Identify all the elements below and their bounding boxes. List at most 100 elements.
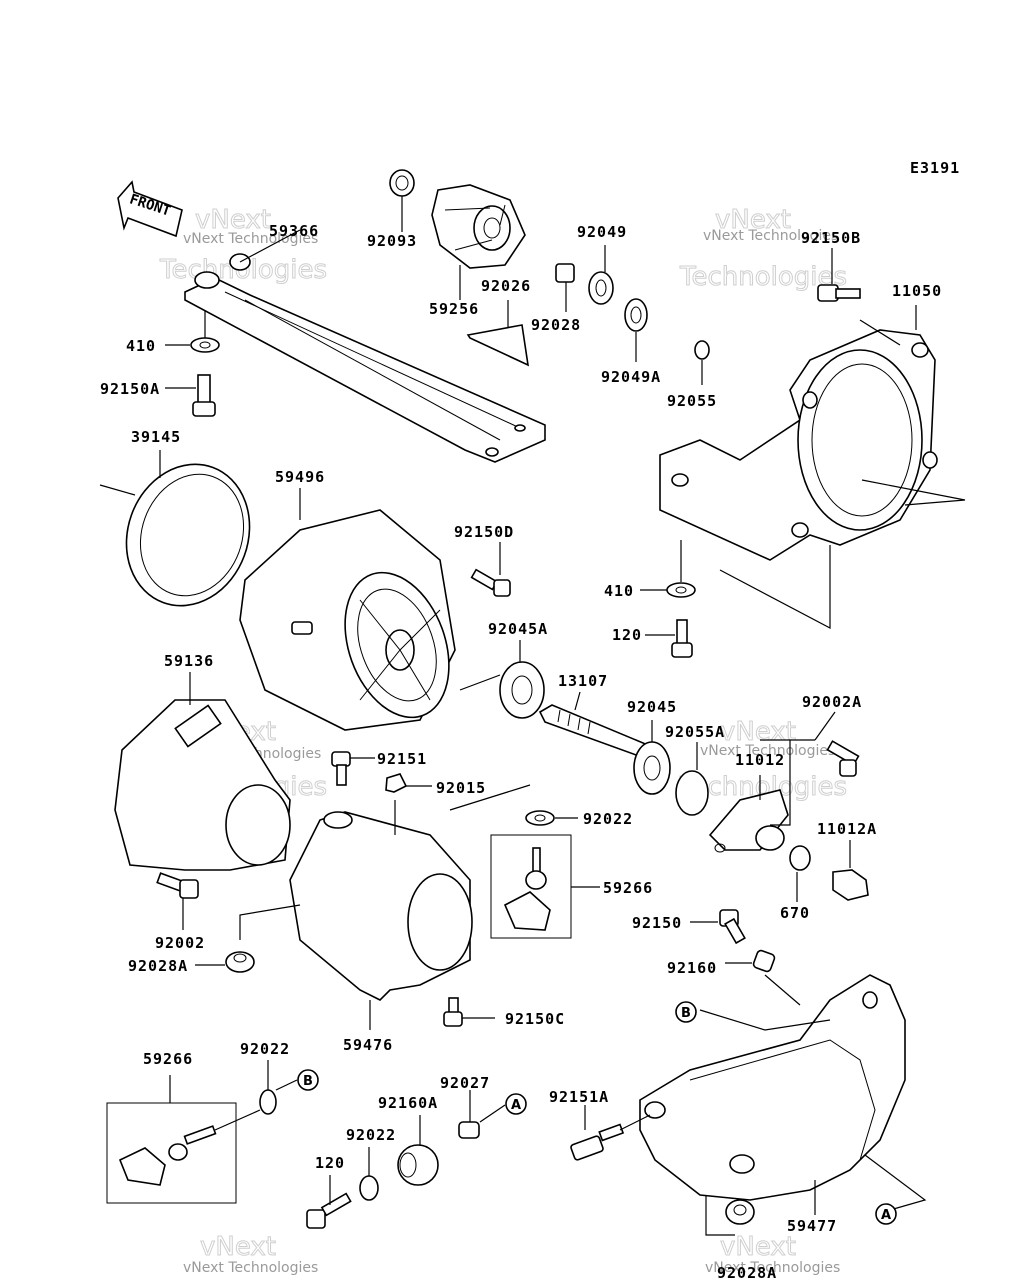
bushing-92160a-part [397,1144,439,1186]
part-label: 92022 [583,810,633,828]
part-label: 92150D [454,523,514,541]
callout-a-lower: A [875,1203,897,1225]
bushing-92028a-part [225,951,255,973]
part-label: 39145 [131,428,181,446]
part-label: 92055A [665,723,725,741]
watermark-text: vNext [720,717,796,747]
part-label: 92150A [100,380,160,398]
watermark-group: vNext vNext Technologies Technologies vN… [159,205,848,1277]
part-label: 59266 [143,1050,193,1068]
part-label: 59136 [164,652,214,670]
part-label: 59266 [603,879,653,897]
nozzle-59476-part [289,811,473,1001]
part-labels: 59366 92093 59256 92026 92028 92049 9204… [100,222,942,1280]
impeller-59256-part [431,184,526,269]
part-label: 11012 [735,751,785,769]
part-label: 410 [604,582,634,600]
bolt-92002a-part [826,740,860,777]
part-label: 11050 [892,282,942,300]
part-label: 92093 [367,232,417,250]
part-label: 92022 [240,1040,290,1058]
bearing-92045a-part [499,661,545,719]
watermark-text: vNext Technologies [700,743,835,759]
part-label: 92028 [531,316,581,334]
part-label: 59256 [429,300,479,318]
part-label: 120 [612,626,642,644]
watermark-text: vNext [715,205,791,235]
bolt-92002-part [156,872,199,899]
part-label: 120 [315,1154,345,1172]
part-label: 59366 [269,222,319,240]
ring-39145-part [125,463,251,607]
kit-59266-lower-box [106,1102,237,1204]
bolt-120-lower-part [306,1192,352,1229]
bushing-92160-part [752,949,776,973]
bolt-92150a-part [192,374,216,417]
part-label: 92150B [801,229,861,247]
watermark-text: vNext Technologies [183,231,318,247]
bearing-92045-part [633,741,671,795]
part-label: 92028A [128,957,188,975]
part-label: 92022 [346,1126,396,1144]
bushing-92028a-lower-part [725,1199,755,1225]
pump-housing-11050-part [659,329,938,561]
bolt-120-part [671,619,693,658]
spacer-92027-part [458,1121,480,1139]
part-label: 92045 [627,698,677,716]
bolt-92151a-part [570,1123,625,1161]
bolt-92151-part [331,751,351,786]
o-ring-92055a-part [675,770,709,816]
part-label: 92150C [505,1010,565,1028]
wear-ring-92026-part [466,324,530,367]
washer-92022-lower-part [259,1089,277,1115]
part-label: 13107 [558,672,608,690]
washer-92022-lower2-part [359,1175,379,1201]
bolt-92150-part [719,909,746,945]
part-label: 59477 [787,1217,837,1235]
part-label: 92027 [440,1074,490,1092]
watermark-text: vNext Technologies [703,228,838,244]
watermark-text: vNext [195,205,271,235]
watermark-text: vNext [200,1232,276,1262]
diagram-code: E3191 [910,159,960,177]
bushing-92028-part [555,263,575,283]
pump-case-59496-part [239,509,456,731]
part-label: 92150 [632,914,682,932]
plug-11012a-part [832,869,869,901]
part-label: 92015 [436,779,486,797]
reverse-bucket-59477-part [639,974,906,1201]
seal-92049-part [588,271,614,305]
o-ring-670-part [789,845,811,871]
o-ring-92055-part [694,340,710,360]
bolt-92150b-part [817,284,861,302]
part-label: 92026 [481,277,531,295]
callout-b-label: B [303,1074,313,1089]
callout-b-upper: B [675,1001,697,1023]
nut-92015-part [385,773,408,793]
part-label: 92045A [488,620,548,638]
cap-11012-part [708,789,789,853]
part-label: 92160 [667,959,717,977]
callout-a-label: A [511,1098,521,1113]
watermark-text: vNext Technologies [183,1260,318,1276]
mounting-plate-part [184,253,546,463]
part-label: 92055 [667,392,717,410]
washer-92022-part [525,810,555,826]
watermark-text: vNext [720,1232,796,1262]
part-label: 92151A [549,1088,609,1106]
callout-a-upper: A [505,1093,527,1115]
callout-a-label: A [881,1208,891,1223]
watermark-text: vNext Technologies [705,1260,840,1276]
seal-92049a-part [624,298,648,332]
front-arrow-icon: FRONT [117,180,183,238]
part-label: 92160A [378,1094,438,1112]
nozzle-59136-part [114,699,291,871]
part-label: 59496 [275,468,325,486]
bolt-92150c-part [443,997,463,1027]
part-label: 92151 [377,750,427,768]
part-label: 11012A [817,820,877,838]
washer-410-part [190,337,220,353]
part-label: 410 [126,337,156,355]
part-label: 92002A [802,693,862,711]
